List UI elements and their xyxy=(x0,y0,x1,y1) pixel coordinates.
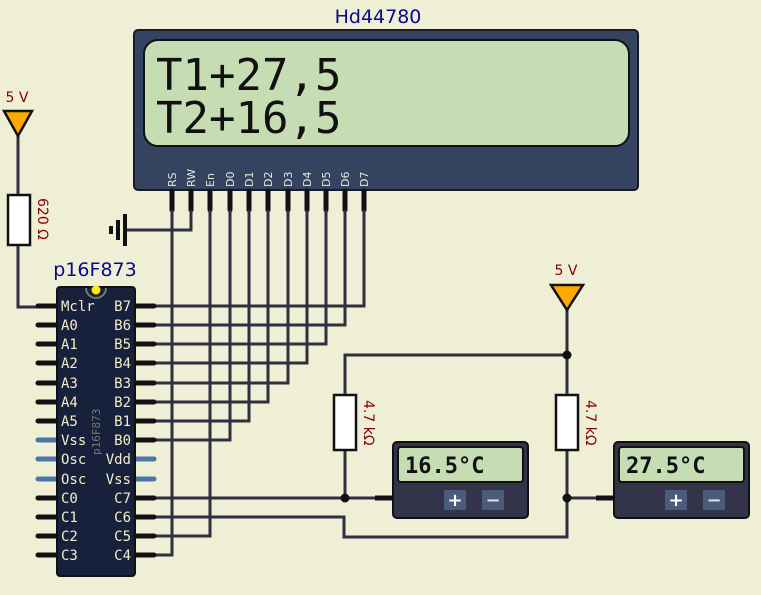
mcu-pin-label: A1 xyxy=(61,337,78,353)
sensor-temperature: 27.5°C xyxy=(626,454,705,479)
ground-symbol[interactable] xyxy=(109,214,127,246)
wires xyxy=(16,135,614,557)
lcd-pin-d3[interactable]: D3 xyxy=(282,172,295,213)
lcd-pin-label: D3 xyxy=(282,172,295,187)
temperature-sensor-left[interactable]: 16.5°C + − xyxy=(375,441,529,519)
pin1-indicator xyxy=(91,285,101,295)
lcd-pin-d4[interactable]: D4 xyxy=(301,172,314,213)
lcd-pin-label: RW xyxy=(185,169,198,187)
lcd-pin-d2[interactable]: D2 xyxy=(262,172,275,213)
mcu-pin-label: C0 xyxy=(61,491,78,507)
source-label: 5 V xyxy=(6,90,29,106)
mcu-pin-label: A4 xyxy=(61,395,78,411)
chip-body-label: p16F873 xyxy=(90,409,103,455)
lcd-pin-d1[interactable]: D1 xyxy=(243,172,256,213)
mcu-pin-label: C7 xyxy=(114,491,131,507)
lcd-screen xyxy=(143,39,630,147)
mcu-pin-label: B2 xyxy=(114,395,131,411)
mcu-pin-label: B4 xyxy=(114,356,131,372)
mcu-pin-label: C1 xyxy=(61,510,78,526)
mcu-pin-label: A0 xyxy=(61,318,78,334)
voltage-source-left[interactable]: 5 V xyxy=(1,90,35,139)
plus-icon: + xyxy=(668,490,683,511)
lcd-pin-d6[interactable]: D6 xyxy=(339,172,352,213)
increase-button[interactable]: + xyxy=(665,490,687,511)
mcu-pin-label: C5 xyxy=(114,529,131,545)
lcd-pin-label: RS xyxy=(166,172,179,187)
resistor-right[interactable]: 4.7 kΩ xyxy=(554,393,598,452)
lcd-pin-label: D4 xyxy=(301,172,314,187)
resistor-mclr[interactable]: 620 Ω xyxy=(6,193,50,247)
mcu-pin-label: Mclr xyxy=(61,299,95,315)
temperature-sensor-right[interactable]: 27.5°C + − xyxy=(596,441,750,519)
mcu-pin-label: C2 xyxy=(61,529,78,545)
mcu-pin-label: Vss xyxy=(61,433,86,449)
plus-icon: + xyxy=(447,490,462,511)
lcd-pin-d0[interactable]: D0 xyxy=(224,172,237,213)
lcd-pin-en[interactable]: En xyxy=(204,173,217,213)
mcu-pin-label: B7 xyxy=(114,299,131,315)
resistor-value: 620 Ω xyxy=(34,198,50,240)
decrease-button[interactable]: − xyxy=(482,490,504,511)
lcd-pin-label: D6 xyxy=(339,172,352,187)
mcu-title: p16F873 xyxy=(53,259,136,281)
mcu-pin-label: B5 xyxy=(114,337,131,353)
mcu-pin-label: C6 xyxy=(114,510,131,526)
mcu-pin-label: Vdd xyxy=(106,452,131,468)
mcu-pin-label: B6 xyxy=(114,318,131,334)
mcu-pin-label: B3 xyxy=(114,376,131,392)
lcd-line-1: T1+27,5 xyxy=(156,50,341,101)
mcu-pin-label: Osc xyxy=(61,472,86,488)
mcu-pin-label: A2 xyxy=(61,356,78,372)
resistor-value: 4.7 kΩ xyxy=(360,400,376,446)
source-label: 5 V xyxy=(555,263,578,279)
lcd-pin-label: D7 xyxy=(358,172,371,187)
mcu-pin-label: B0 xyxy=(114,433,131,449)
lcd-title: Hd44780 xyxy=(335,6,422,28)
resistor-value: 4.7 kΩ xyxy=(582,400,598,446)
lcd-pin-rs[interactable]: RS xyxy=(166,172,179,213)
mcu-pin-label: Vss xyxy=(106,472,131,488)
lcd-pin-label: D2 xyxy=(262,172,275,187)
lcd-pin-label: En xyxy=(204,173,217,187)
mcu-pin-label: B1 xyxy=(114,414,131,430)
lcd-pin-label: D1 xyxy=(243,172,256,187)
decrease-button[interactable]: − xyxy=(703,490,725,511)
lcd-hd44780[interactable]: Hd44780 T1+27,5 T2+16,5 RS RW En D0 D1 D2 D3 D4… xyxy=(133,6,639,213)
mcu-pin-label: A5 xyxy=(61,414,78,430)
voltage-source-right[interactable]: 5 V xyxy=(548,263,586,313)
lcd-pin-d7[interactable]: D7 xyxy=(358,172,371,213)
mcu-pin-label: C3 xyxy=(61,548,78,564)
increase-button[interactable]: + xyxy=(444,490,466,511)
lcd-pin-d5[interactable]: D5 xyxy=(320,172,333,213)
minus-icon: − xyxy=(706,490,721,511)
sensor-temperature: 16.5°C xyxy=(405,454,484,479)
lcd-pin-label: D5 xyxy=(320,172,333,187)
resistor-left[interactable]: 4.7 kΩ xyxy=(332,393,376,452)
mcu-pin-label: Osc xyxy=(61,452,86,468)
mcu-pin-label: A3 xyxy=(61,376,78,392)
mcu-p16f873[interactable]: p16F873 p16F873 MclrA0A1A2A3A4A5VssOscOs… xyxy=(35,259,157,577)
lcd-pin-rw[interactable]: RW xyxy=(185,169,198,213)
lcd-pin-label: D0 xyxy=(224,172,237,187)
lcd-line-2: T2+16,5 xyxy=(156,93,341,144)
minus-icon: − xyxy=(485,490,500,511)
mcu-pin-label: C4 xyxy=(114,548,131,564)
